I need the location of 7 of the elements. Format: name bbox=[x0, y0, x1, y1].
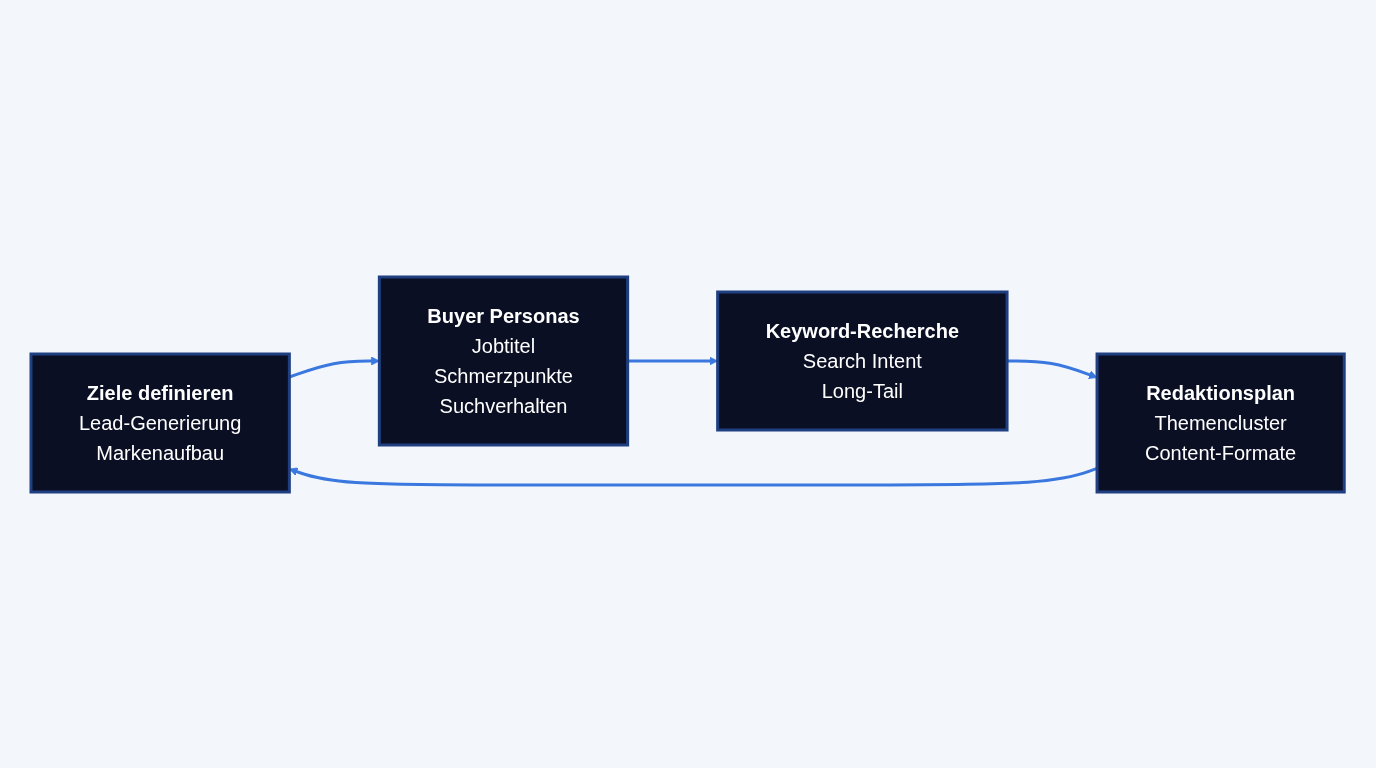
arrow bbox=[289, 466, 1098, 486]
node-box: Buyer Personas Jobtitel Schmerzpunkte Suchverhalten bbox=[378, 275, 630, 446]
node-box: Redaktionsplan Themencluster Content-Formate bbox=[1095, 352, 1347, 493]
arrow bbox=[628, 356, 719, 365]
arrow bbox=[1007, 359, 1098, 379]
node-box: Keyword-Recherche Search Intent Long-Tail bbox=[716, 290, 1009, 431]
node-box: Ziele definieren Lead-Generierung Markenaufbau bbox=[29, 352, 292, 493]
